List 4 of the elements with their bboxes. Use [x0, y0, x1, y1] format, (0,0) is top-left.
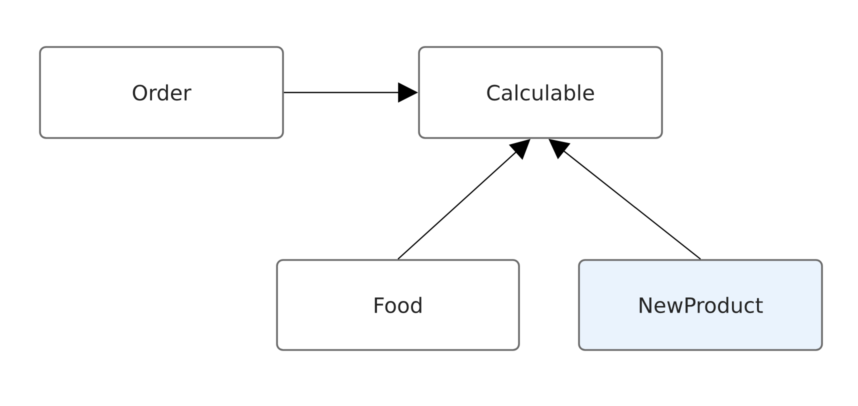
class-box: NewProduct	[578, 259, 823, 351]
class-box: Food	[276, 259, 520, 351]
class-box: Calculable	[418, 46, 663, 139]
class-box: Order	[39, 46, 284, 139]
